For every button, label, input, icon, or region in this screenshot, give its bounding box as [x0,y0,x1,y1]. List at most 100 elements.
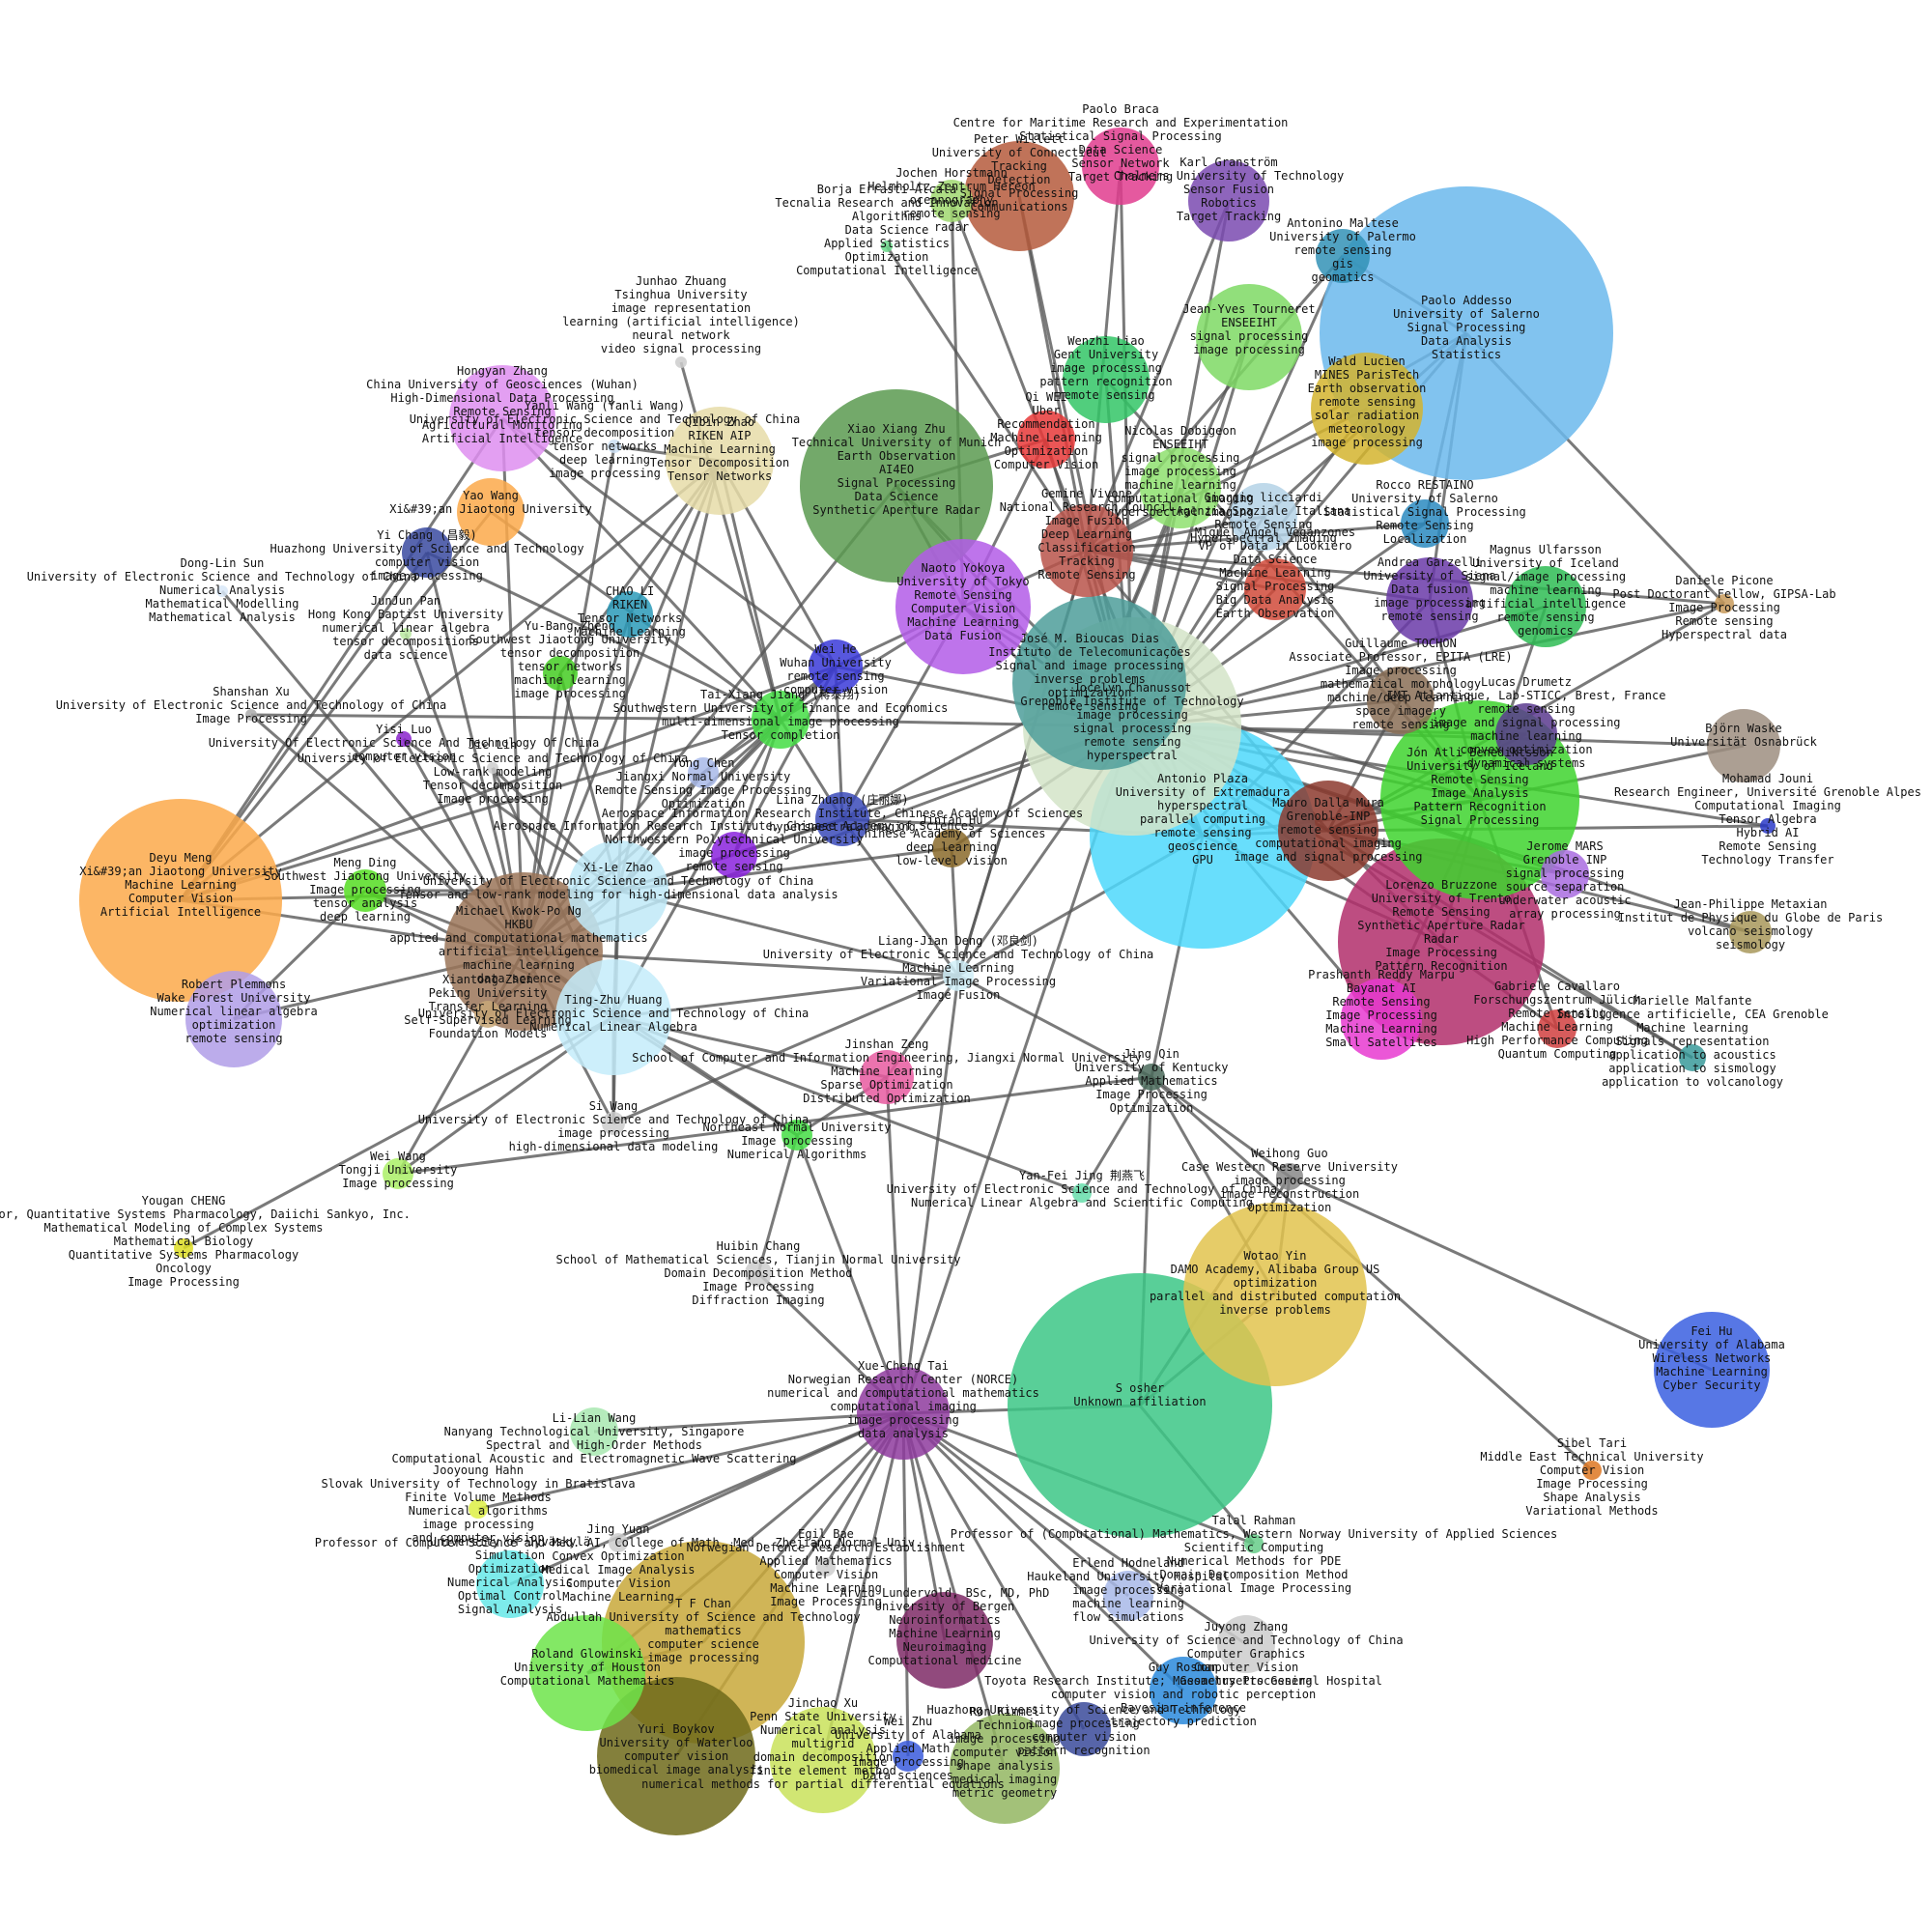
node-detail: Recommendation [997,417,1094,431]
node-liangjian_deng[interactable] [943,960,974,991]
node-bjorn_waske[interactable] [1707,709,1780,782]
node-wei_zhu[interactable] [893,1741,923,1772]
node-miguel_veganzones[interactable] [1244,558,1306,620]
node-detail: Data Analysis [1421,334,1512,348]
node-label-taixiang_jiang: Tai-Xiang Jiang (蒋泰翔)Southwestern Univer… [613,688,949,742]
node-karl_granstrom[interactable] [1188,160,1269,242]
node-jing_qin[interactable] [1138,1064,1165,1091]
node-yisi_luo[interactable] [396,731,412,747]
node-tingzhu_huang[interactable] [555,959,671,1075]
node-jun_zhang_ucb[interactable] [1017,411,1075,469]
node-marielle_malfante[interactable] [1679,1044,1706,1071]
node-nicolas_dobigeon[interactable] [1140,447,1221,528]
node-name: Talal Rahman [1212,1514,1296,1527]
node-huibin_chang[interactable] [745,1260,772,1287]
node-mohamad_jouni[interactable] [1760,818,1776,834]
node-deyu_meng[interactable] [79,799,282,1002]
node-lucas_drumetz[interactable] [1495,703,1557,765]
node-shanshan_xu[interactable] [245,709,257,721]
node-lilian_wang[interactable] [570,1407,618,1456]
node-taixiang_jiang[interactable] [752,691,810,749]
node-detail: tensor networks [518,660,622,673]
node-chao_li[interactable] [607,591,653,638]
node-detail: Mathematical Biology [114,1235,254,1248]
node-egil_bae[interactable] [816,1557,836,1577]
node-yubang_zheng[interactable] [543,656,578,691]
node-detail: Computational Mathematics [500,1674,675,1688]
node-rocco_restaino[interactable] [1401,499,1449,548]
node-university_jyv[interactable] [476,1550,544,1618]
node-yi_chang[interactable] [402,527,452,578]
node-qibin_zhao[interactable] [666,407,774,515]
node-juyong_zhang[interactable] [1217,1615,1275,1673]
node-prashanth_marpu[interactable] [1341,979,1422,1060]
node-hongyan_zhang[interactable] [449,365,555,471]
node-daniele_picone[interactable] [1715,594,1734,613]
node-name: Wenzhi Liao [1067,334,1144,348]
node-huazhong_univ[interactable] [1057,1702,1111,1756]
node-xile_zhao[interactable] [568,840,668,941]
node-yuri_boykov[interactable] [597,1677,755,1835]
node-name: Paolo Braca [1082,102,1158,116]
node-xuecheng_tai[interactable] [857,1367,950,1460]
node-peter_willett[interactable] [964,141,1074,251]
node-jocher_horstmann[interactable] [930,180,973,222]
node-yao_wang[interactable] [457,478,525,546]
node-antonino_maltese[interactable] [1316,229,1370,283]
node-jerome_mars[interactable] [1541,850,1589,898]
node-talal_rahman[interactable] [1244,1534,1264,1553]
node-jinchao_xu[interactable] [770,1707,876,1813]
node-detail: Machine Learning [1656,1365,1768,1378]
node-guy_rosman[interactable] [1150,1657,1217,1724]
node-gabriele_cavallaro[interactable] [1538,1009,1577,1048]
node-dong_lin_sun[interactable] [216,585,228,597]
node-xiao_xiang_zhu[interactable] [800,389,993,582]
node-wei_wang[interactable] [383,1158,413,1189]
node-erlend_hodneland[interactable] [1103,1571,1153,1621]
node-si_wang[interactable] [602,1112,625,1135]
node-northeast_normal[interactable] [781,1120,812,1151]
node-naoto_yokoya[interactable] [895,539,1031,674]
node-name: Juyong Zhang [1205,1620,1289,1634]
node-yougan_cheng[interactable] [174,1238,193,1258]
node-jean_philippe_metaxian[interactable] [1729,911,1772,953]
node-junjun_pan[interactable] [400,628,412,639]
node-wotao_yin[interactable] [1183,1203,1367,1386]
node-wald_lucien[interactable] [1311,353,1423,465]
edge-jinchao_xu-xuecheng_tai [821,1412,905,1761]
node-arvid_lundervold[interactable] [896,1592,993,1689]
node-yanli_wang[interactable] [608,440,621,453]
node-detail: data science [477,972,561,985]
node-guillaume_tochon[interactable] [1367,667,1435,734]
node-sibel_tari[interactable] [1582,1461,1602,1480]
node-lina_zhuang[interactable] [815,792,869,846]
node-borja_errasti[interactable] [881,241,893,252]
node-gemine_vivone[interactable] [1040,504,1133,597]
node-magnus_ulfarsson[interactable] [1505,566,1586,647]
edge-gemine_vivone-borja_errasti [885,245,1089,552]
node-jie_lin[interactable] [487,762,498,774]
node-roland_glowinski[interactable] [529,1615,645,1731]
node-hongyan_nwpu[interactable] [711,832,757,878]
node-jooyoung_hahn[interactable] [469,1499,488,1519]
node-giorgio_licciardi[interactable] [1230,483,1297,551]
node-xiantong_zhen[interactable] [474,1001,501,1028]
node-yong_chen[interactable] [688,757,719,788]
node-wenzhi_liao[interactable] [1063,336,1150,423]
node-yanfei_jing[interactable] [1072,1183,1092,1203]
node-junhao_zhuang[interactable] [675,356,687,368]
node-jing_yuan[interactable] [609,1533,628,1552]
node-jean_yves_tourneret[interactable] [1196,284,1302,390]
node-robert_plemmons[interactable] [185,971,282,1067]
node-fei_hu[interactable] [1654,1312,1770,1428]
node-meng_ding[interactable] [344,869,386,912]
node-weihong_guo[interactable] [1276,1163,1303,1190]
node-jinfan_hu[interactable] [932,829,971,867]
node-andrea_garzelli[interactable] [1386,557,1473,644]
node-jinshan_zeng[interactable] [860,1050,914,1104]
node-wei_he[interactable] [809,639,863,694]
node-paolo_braca[interactable] [1082,128,1159,205]
node-mauro_dalla_mura[interactable] [1278,781,1378,881]
node-ron_kimmel[interactable] [950,1714,1060,1824]
node-bioucas_dias[interactable] [1012,596,1186,770]
